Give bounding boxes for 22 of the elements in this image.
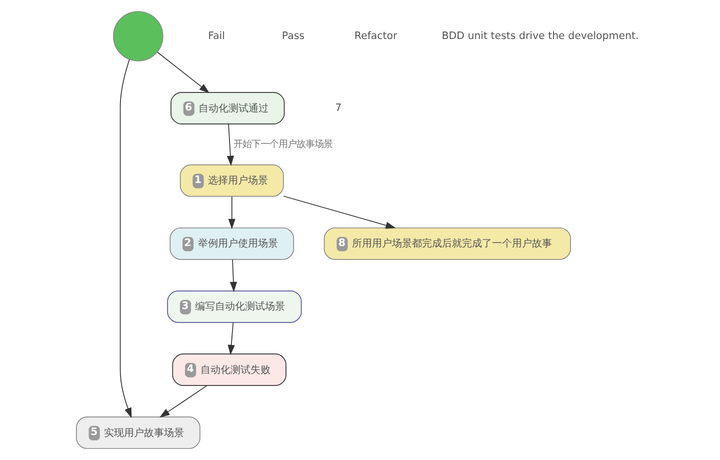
arrow xyxy=(229,259,237,292)
node-box: 5 实现用户故事场景 xyxy=(75,416,200,449)
label: Fail xyxy=(208,30,224,42)
label: Refactor xyxy=(354,30,397,42)
arrow xyxy=(158,385,207,418)
label: 7 xyxy=(334,102,342,114)
arrow xyxy=(119,59,132,418)
arrow xyxy=(156,52,209,94)
arrow xyxy=(226,124,234,166)
node-box: 4 自动化测试失败 xyxy=(172,354,286,386)
node-box: 2 举例用户使用场景 xyxy=(169,227,294,260)
label: Pass xyxy=(281,30,304,42)
node-box: 3 编写自动化测试场景 xyxy=(166,290,302,323)
node-box: 8 所用用户场景都完成后就完成了一个用户故事 xyxy=(323,227,570,260)
node-box: 6 自动化测试通过 xyxy=(170,92,284,124)
arrow xyxy=(227,322,234,356)
arrow xyxy=(282,196,396,229)
node-box: 1 选择用户场景 xyxy=(179,164,284,197)
node-circle xyxy=(112,11,163,62)
edge-label: 开始下一个用户故事场景 xyxy=(232,138,332,150)
label: BDD unit tests drive the development. xyxy=(441,30,638,42)
arrow xyxy=(228,196,235,230)
